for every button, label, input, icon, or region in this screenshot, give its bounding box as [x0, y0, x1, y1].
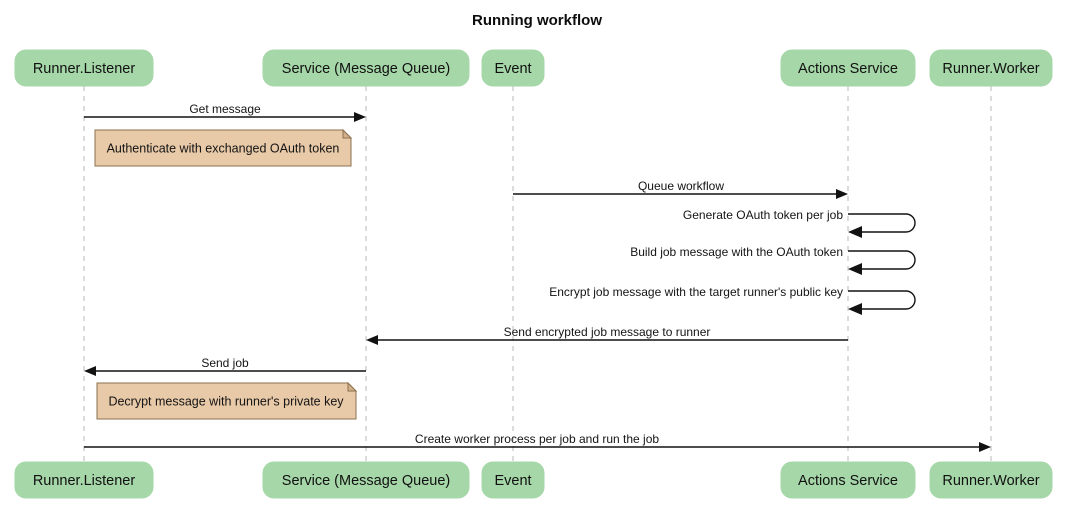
- message-build-job-message-with-the-oauth-token: Build job message with the OAuth token: [630, 245, 916, 275]
- message-label-generate-oauth-token-per-job: Generate OAuth token per job: [683, 208, 843, 222]
- participant-service-message-queue-bottom[interactable]: Service (Message Queue): [262, 461, 470, 499]
- arrowhead-encrypt-job-message-with-the-target-runners-public-key: [848, 303, 862, 315]
- participant-service-message-queue-top[interactable]: Service (Message Queue): [262, 49, 470, 87]
- participant-runner-worker-bottom[interactable]: Runner.Worker: [929, 461, 1053, 499]
- message-send-job: Send job: [84, 356, 366, 376]
- participant-box-runner-worker-top[interactable]: [929, 49, 1053, 87]
- participant-runner-listener-top[interactable]: Runner.Listener: [14, 49, 154, 87]
- participant-label-runner-worker-top: Runner.Worker: [942, 61, 1039, 77]
- participant-label-runner-listener-bottom: Runner.Listener: [33, 473, 136, 489]
- page-title: Running workflow: [472, 12, 602, 29]
- note-label-authenticate-with-exchanged-oauth-token: Authenticate with exchanged OAuth token: [107, 141, 340, 155]
- participant-label-service-message-queue-bottom: Service (Message Queue): [282, 473, 450, 489]
- participant-box-runner-worker-bottom[interactable]: [929, 461, 1053, 499]
- message-label-get-message: Get message: [189, 102, 261, 116]
- message-line-encrypt-job-message-with-the-target-runners-public-key: [848, 290, 916, 310]
- message-get-message: Get message: [84, 102, 366, 122]
- lifelines-layer: [83, 86, 992, 462]
- message-label-send-job: Send job: [201, 356, 249, 370]
- participant-box-service-message-queue-bottom[interactable]: [262, 461, 470, 499]
- arrowhead-send-job: [84, 366, 96, 376]
- arrowhead-create-worker-process-per-job-and-run-the-job: [979, 442, 991, 452]
- participant-actions-service-bottom[interactable]: Actions Service: [780, 461, 916, 499]
- message-create-worker-process-per-job-and-run-the-job: Create worker process per job and run th…: [84, 432, 991, 452]
- message-label-send-encrypted-job-message-to-runner: Send encrypted job message to runner: [504, 325, 711, 339]
- participants-header: Runner.Listener Service (Message Queue) …: [14, 49, 1053, 87]
- participant-label-runner-worker-bottom: Runner.Worker: [942, 473, 1039, 489]
- participants-footer: Runner.Listener Service (Message Queue) …: [14, 461, 1053, 499]
- arrowhead-get-message: [354, 112, 366, 122]
- participant-box-actions-service-bottom[interactable]: [780, 461, 916, 499]
- arrowhead-send-encrypted-job-message-to-runner: [366, 335, 378, 345]
- note-fold-icon: [347, 381, 358, 392]
- message-queue-workflow: Queue workflow: [513, 179, 848, 199]
- note-body-decrypt-message-with-runners-private-key: [96, 382, 357, 420]
- participant-box-actions-service-top[interactable]: [780, 49, 916, 87]
- message-label-build-job-message-with-the-oauth-token: Build job message with the OAuth token: [630, 245, 843, 259]
- participant-box-runner-listener-top[interactable]: [14, 49, 154, 87]
- participant-event-top[interactable]: Event: [481, 49, 545, 87]
- message-line-generate-oauth-token-per-job: [848, 213, 916, 233]
- arrowhead-build-job-message-with-the-oauth-token: [848, 263, 862, 275]
- message-encrypt-job-message-with-the-target-runners-public-key: Encrypt job message with the target runn…: [549, 285, 916, 315]
- note-decrypt-message-with-runners-private-key: Decrypt message with runner's private ke…: [96, 381, 358, 420]
- note-fold-icon: [342, 128, 353, 139]
- participant-label-actions-service-bottom: Actions Service: [798, 473, 898, 489]
- participant-label-service-message-queue-top: Service (Message Queue): [282, 61, 450, 77]
- message-label-queue-workflow: Queue workflow: [638, 179, 724, 193]
- arrowhead-queue-workflow: [836, 189, 848, 199]
- participant-box-service-message-queue-top[interactable]: [262, 49, 470, 87]
- participant-label-actions-service-top: Actions Service: [798, 61, 898, 77]
- message-generate-oauth-token-per-job: Generate OAuth token per job: [683, 208, 916, 238]
- participant-event-bottom[interactable]: Event: [481, 461, 545, 499]
- message-send-encrypted-job-message-to-runner: Send encrypted job message to runner: [366, 325, 848, 345]
- note-authenticate-with-exchanged-oauth-token: Authenticate with exchanged OAuth token: [94, 128, 353, 167]
- participant-actions-service-top[interactable]: Actions Service: [780, 49, 916, 87]
- participant-runner-listener-bottom[interactable]: Runner.Listener: [14, 461, 154, 499]
- notes-layer: Authenticate with exchanged OAuth token …: [94, 128, 358, 420]
- messages-layer: Get message Queue workflow Generate OAut…: [84, 102, 991, 452]
- participant-runner-worker-top[interactable]: Runner.Worker: [929, 49, 1053, 87]
- message-line-build-job-message-with-the-oauth-token: [848, 250, 916, 270]
- note-label-decrypt-message-with-runners-private-key: Decrypt message with runner's private ke…: [108, 394, 344, 408]
- participant-label-event-bottom: Event: [494, 473, 531, 489]
- message-label-encrypt-job-message-with-the-target-runners-public-key: Encrypt job message with the target runn…: [549, 285, 843, 299]
- participant-label-runner-listener-top: Runner.Listener: [33, 61, 136, 77]
- participant-box-runner-listener-bottom[interactable]: [14, 461, 154, 499]
- arrowhead-generate-oauth-token-per-job: [848, 226, 862, 238]
- participant-label-event-top: Event: [494, 61, 531, 77]
- participant-box-event-bottom[interactable]: [481, 461, 545, 499]
- message-label-create-worker-process-per-job-and-run-the-job: Create worker process per job and run th…: [415, 432, 659, 446]
- participant-box-event-top[interactable]: [481, 49, 545, 87]
- note-body-authenticate-with-exchanged-oauth-token: [94, 129, 352, 167]
